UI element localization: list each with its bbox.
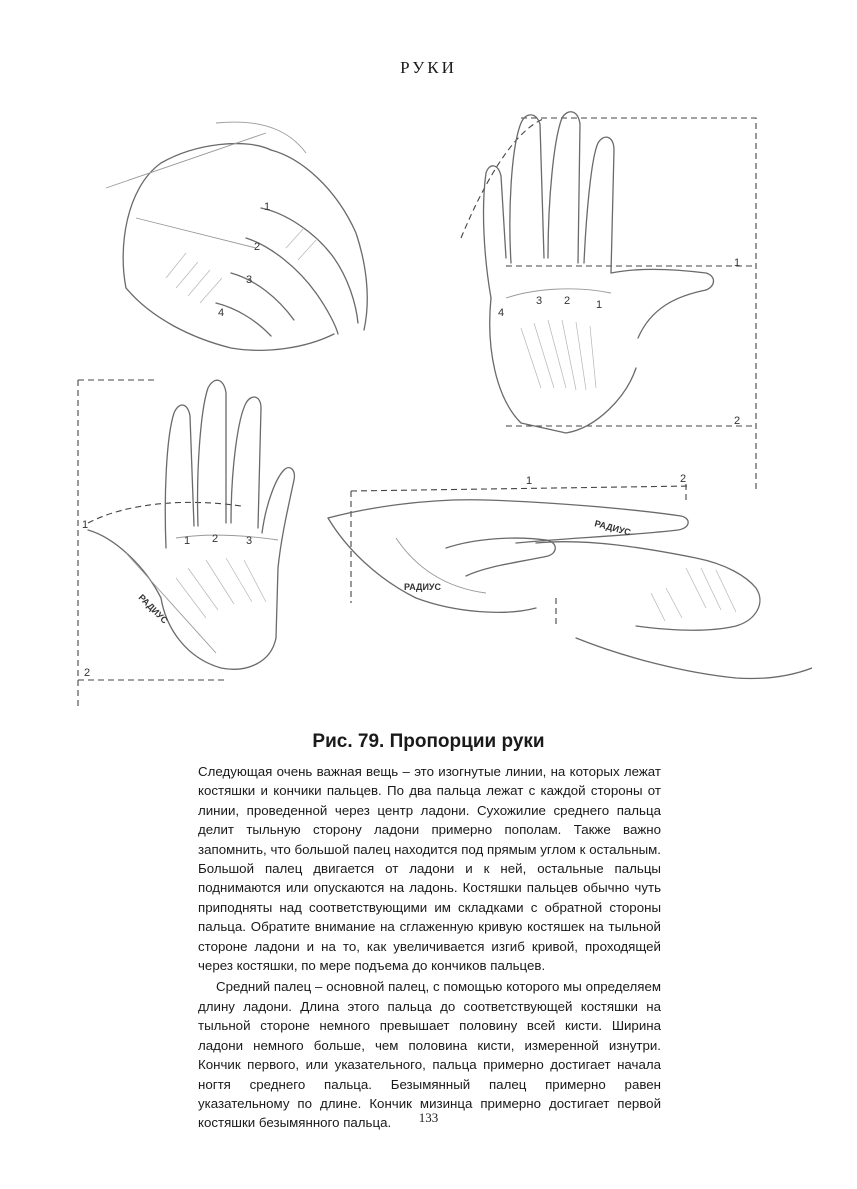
label-palm-finger-1: 1 [184, 535, 190, 547]
label-side-1: 1 [526, 475, 532, 487]
body-text: Следующая очень важная вещь – это изогну… [198, 762, 661, 1133]
label-side-2: 2 [680, 473, 686, 485]
label-finger-4: 4 [498, 307, 504, 319]
label-line-2-right: 2 [734, 415, 740, 427]
label-knuckle-2: 2 [254, 241, 260, 253]
label-side-radius-lower: РАДИУС [404, 582, 442, 592]
label-finger-1: 1 [596, 299, 602, 311]
label-palm-thumb-1: 1 [82, 519, 88, 531]
hand-proportions-figure: 1 2 3 4 1 2 1 2 3 4 [66, 98, 812, 710]
label-finger-2: 2 [564, 295, 570, 307]
label-line-1-right: 1 [734, 257, 740, 269]
label-side-radius-upper: РАДИУС [593, 518, 632, 537]
sketch-hand-back-side: 1 2 3 4 [105, 121, 368, 351]
label-palm-finger-2: 2 [212, 533, 218, 545]
paragraph: Следующая очень важная вещь – это изогну… [198, 764, 661, 974]
label-knuckle-4: 4 [218, 307, 224, 319]
label-knuckle-1: 1 [264, 201, 270, 213]
hand-sketches-illustration: 1 2 3 4 1 2 1 2 3 4 [77, 111, 812, 708]
label-finger-3: 3 [536, 295, 542, 307]
sketch-hand-back-fingers-up: 1 2 1 2 3 4 [460, 111, 757, 490]
label-palm-radius: РАДИУС [137, 592, 171, 626]
figure-caption: Рис. 79. Пропорции руки [312, 731, 545, 752]
label-palm-finger-3: 3 [246, 535, 252, 547]
running-head: РУКИ [400, 58, 457, 77]
label-palm-bottom-2: 2 [84, 667, 90, 679]
paragraph: Средний палец – основной палец, с помощь… [198, 979, 661, 1131]
sketch-hand-side-views: 1 2 РАДИУС РАДИУС [327, 473, 812, 680]
label-knuckle-3: 3 [246, 274, 252, 286]
page-number: 133 [418, 1110, 439, 1125]
sketch-hand-palm: 1 2 1 2 3 РАДИУС [77, 379, 296, 708]
